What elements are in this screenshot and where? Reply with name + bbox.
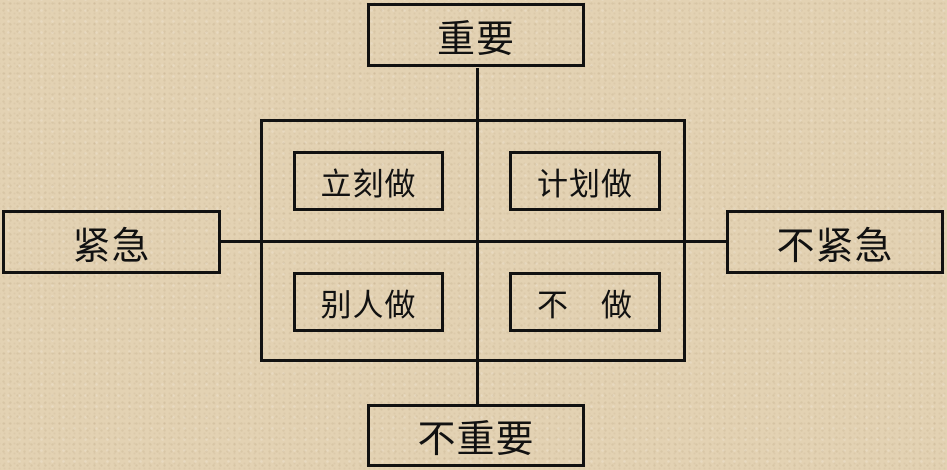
quadrant-top-right-text: 计划做 [537,166,633,203]
quadrant-bottom-left: 别人做 [293,272,444,332]
quadrant-bottom-right: 不 做 [509,272,661,332]
quadrant-top-left: 立刻做 [293,151,444,211]
quadrant-bottom-right-text: 不 做 [537,287,633,324]
axis-label-top-text: 重要 [436,16,515,61]
quadrant-top-left-text: 立刻做 [320,166,417,203]
vertical-axis-line [476,68,479,404]
axis-label-bottom: 不重要 [367,404,585,467]
axis-label-top: 重要 [367,3,585,67]
axis-label-left: 紧急 [2,210,221,274]
quadrant-top-right: 计划做 [509,151,661,211]
quadrant-frame [260,119,686,362]
horizontal-axis-line [221,240,727,243]
axis-label-right-text: 不紧急 [776,223,894,268]
axis-label-bottom-text: 不重要 [417,417,535,461]
quadrant-bottom-left-text: 别人做 [320,287,417,324]
axis-label-left-text: 紧急 [72,223,151,268]
axis-label-right: 不紧急 [726,210,944,274]
